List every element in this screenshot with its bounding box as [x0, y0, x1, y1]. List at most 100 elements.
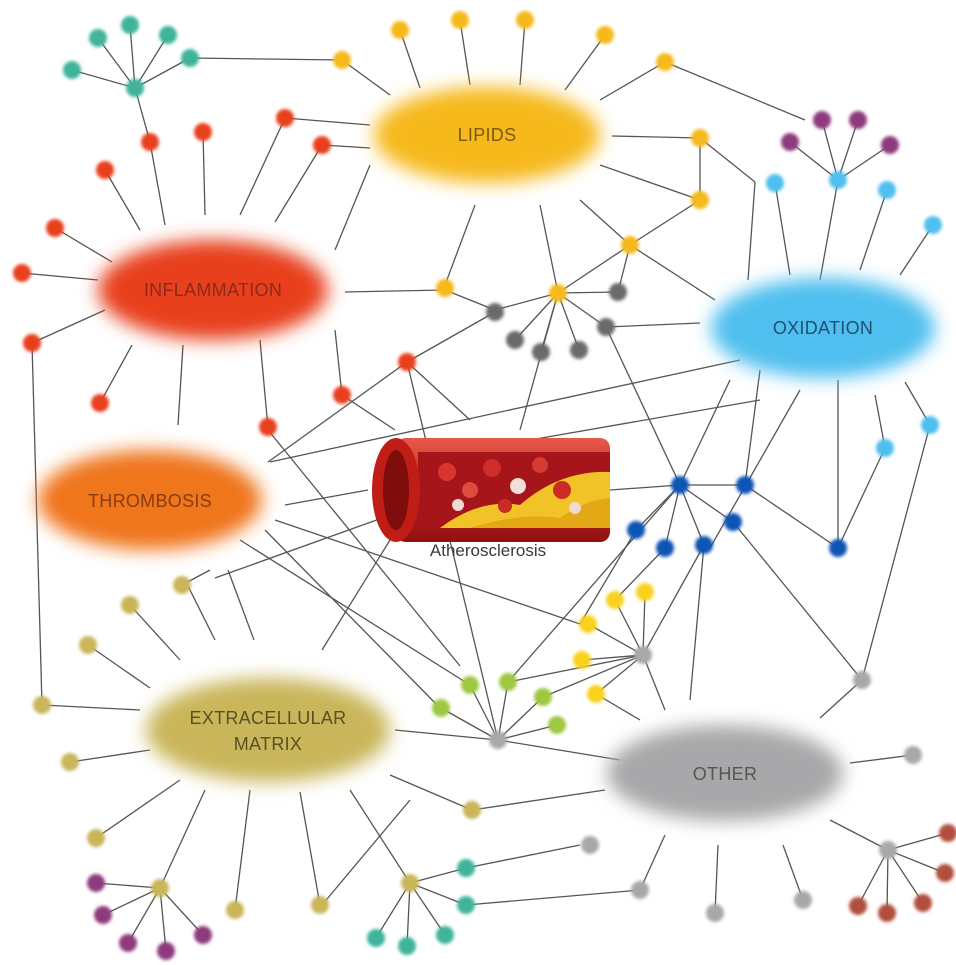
other-node — [853, 671, 871, 689]
hub-oxidation-shape — [711, 278, 935, 378]
edge — [399, 29, 421, 89]
edge — [129, 24, 136, 89]
edge — [642, 544, 705, 656]
hub-inflammation: INFLAMMATION — [98, 240, 328, 340]
edge — [886, 849, 889, 914]
edge — [599, 61, 666, 101]
inflammation-node — [91, 394, 109, 412]
edge — [542, 654, 644, 698]
other-node — [706, 904, 724, 922]
edge — [557, 291, 619, 294]
inflammation-node — [259, 418, 277, 436]
edge — [494, 292, 559, 311]
edge — [87, 644, 151, 689]
edge — [177, 344, 184, 426]
edge — [529, 399, 761, 441]
inflammation-node — [13, 264, 31, 282]
edge — [595, 654, 644, 695]
purple-node — [813, 111, 831, 129]
edge — [459, 19, 471, 86]
artery-cross-section-icon: Atherosclerosis — [372, 438, 610, 560]
edge — [134, 57, 191, 89]
edge — [837, 119, 859, 181]
lime-node — [548, 716, 566, 734]
edge — [334, 329, 343, 396]
edge — [819, 179, 839, 281]
edge — [642, 591, 646, 656]
edge — [679, 484, 705, 546]
edge — [614, 547, 666, 601]
edge — [31, 309, 106, 344]
edge — [587, 623, 644, 656]
edge-lines — [21, 19, 949, 952]
edge — [149, 141, 166, 226]
edge — [341, 394, 396, 431]
edge — [344, 289, 446, 293]
extracellular_matrix-node — [151, 879, 169, 897]
teal-node — [159, 26, 177, 44]
edge — [605, 326, 681, 486]
edge — [899, 224, 934, 276]
edge — [664, 61, 806, 121]
hub-inflammation-label: INFLAMMATION — [144, 280, 282, 300]
lime-node — [534, 688, 552, 706]
lime-node — [499, 673, 517, 691]
edge — [95, 779, 181, 839]
edge — [321, 799, 411, 906]
edge — [321, 539, 391, 651]
edge — [409, 882, 467, 906]
edge — [284, 117, 371, 126]
edge — [732, 521, 863, 681]
edge — [557, 292, 607, 328]
teal-node — [457, 896, 475, 914]
edge — [267, 361, 408, 463]
edge — [837, 144, 891, 181]
edge — [514, 292, 559, 341]
edge — [857, 849, 889, 907]
edge — [859, 189, 888, 271]
edge — [699, 137, 756, 183]
oxidation-node — [921, 416, 939, 434]
edge — [507, 654, 644, 683]
edge — [629, 244, 716, 301]
edge — [409, 867, 467, 884]
edge — [557, 292, 580, 351]
extracellular_matrix-node — [33, 696, 51, 714]
edge — [471, 789, 606, 811]
edge — [406, 361, 471, 421]
edge — [274, 519, 581, 625]
edge — [642, 654, 666, 711]
edge — [127, 887, 161, 944]
other-node — [489, 731, 507, 749]
inflammation-node — [23, 334, 41, 352]
edge — [389, 774, 473, 811]
edge — [861, 424, 931, 681]
edge — [409, 882, 446, 936]
edge — [406, 882, 411, 947]
lipids-node — [691, 129, 709, 147]
edge — [202, 131, 206, 216]
edge — [375, 882, 411, 939]
inflammation-node — [398, 353, 416, 371]
edge — [299, 791, 321, 906]
edge — [465, 889, 641, 906]
inflammation-node — [313, 136, 331, 154]
edge — [239, 539, 471, 686]
edge — [664, 484, 681, 549]
yellow-node — [573, 651, 591, 669]
edge — [99, 344, 133, 404]
edge — [394, 729, 499, 741]
extracellular_matrix-node — [401, 874, 419, 892]
other-node — [879, 841, 897, 859]
edge — [519, 292, 559, 431]
edge — [31, 342, 43, 706]
inflammation-node — [333, 386, 351, 404]
hub-lipids-label: LIPIDS — [458, 125, 517, 145]
edge — [497, 739, 621, 761]
edge — [821, 119, 839, 181]
gray-node — [609, 283, 627, 301]
lipids-node — [333, 51, 351, 69]
hub-other-shape — [607, 725, 843, 821]
hub-ecm-shape — [146, 678, 390, 782]
hub-ecm-label-line1: EXTRACELLULAR — [190, 708, 347, 728]
